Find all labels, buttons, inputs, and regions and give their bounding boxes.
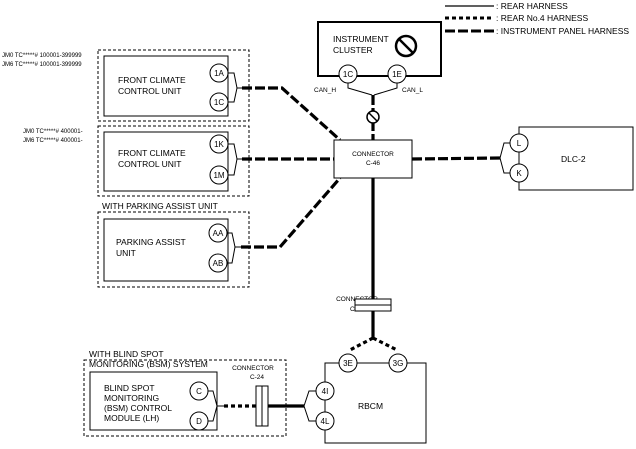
bsm-section: WITH BLIND SPOT MONITORING (BSM) SYSTEM … — [83, 349, 287, 437]
bsm-pin-d-label: D — [196, 417, 202, 426]
parking-assist-pin-aa-label: AA — [213, 229, 224, 238]
rbcm-pin-3e — [338, 353, 358, 373]
bsm-label-line2: MONITORING — [104, 393, 159, 403]
fccu-b-pin-1m-label: 1M — [213, 171, 224, 180]
legend-rear-harness-label: : REAR HARNESS — [496, 1, 568, 11]
dlc-pin-k-label: K — [516, 169, 522, 178]
dlc-2: DLC-2 L K — [509, 126, 634, 191]
can-h-label: CAN_H — [314, 87, 336, 94]
rear-harness-wires — [349, 311, 398, 352]
instrument-cluster-label-line1: INSTRUMENT — [333, 34, 389, 44]
bsm-label-line3: (BSM) CONTROL — [104, 403, 172, 413]
rbcm-pin-3e-label: 3E — [343, 359, 353, 368]
fccu-a-note-line2: JM6 TC*****# 100001-399999 — [2, 62, 82, 68]
fccu-a-variant-frame — [97, 49, 250, 122]
connector-c24-label-line2: C-24 — [250, 374, 264, 381]
dlc-2-box — [518, 126, 634, 191]
rbcm-pin-3g-label: 3G — [393, 359, 404, 368]
fccu-b-variant-frame — [97, 125, 250, 197]
rbcm-label: RBCM — [358, 401, 383, 411]
rbcm-4i-stub — [303, 390, 316, 407]
parking-assist-variant-frame — [97, 211, 250, 288]
can-l-label: CAN_L — [402, 87, 423, 94]
parking-assist-pin-ab-label: AB — [213, 259, 224, 268]
rbcm-4l-stub — [303, 405, 316, 422]
dlc-pin-l-label: L — [517, 139, 522, 148]
dlc-2-label: DLC-2 — [561, 154, 586, 164]
splice-prohibited-icon — [366, 110, 380, 124]
bsm-section-label-line1: WITH BLIND SPOT — [89, 349, 164, 359]
cluster-pin-1e-label: 1E — [392, 70, 402, 79]
connector-c24: CONNECTOR C-24 — [232, 365, 274, 427]
connector-c24-label-line1: CONNECTOR — [232, 365, 274, 372]
bsm-variant-frame — [83, 359, 287, 437]
prohibited-icon — [394, 34, 418, 58]
rbcm-pin-4i-label: 4I — [322, 387, 329, 396]
fccu-a-label-line1: FRONT CLIMATE — [118, 75, 186, 85]
connector-c13: CONNECTOR C-13 — [336, 296, 392, 313]
parking-assist-unit: WITH PARKING ASSIST UNIT PARKING ASSIST … — [97, 201, 250, 288]
fccu-a-pin-1a-label: 1A — [214, 69, 224, 78]
fccu-b-pin-1k-label: 1K — [214, 140, 224, 149]
connector-c46-label-line2: C-46 — [366, 160, 380, 167]
connector-c13-bottom — [354, 304, 392, 312]
dlc-pin-l — [509, 133, 529, 153]
rbcm-pin-3g — [388, 353, 408, 373]
fccu-b-box — [103, 131, 229, 192]
dlc-pin-k — [509, 163, 529, 183]
legend-instrument-panel-harness-label: : INSTRUMENT PANEL HARNESS — [496, 26, 629, 36]
rbcm-pin-4l-label: 4L — [321, 417, 330, 426]
connector-c46-label-line1: CONNECTOR — [352, 151, 394, 158]
parking-assist-section-label: WITH PARKING ASSIST UNIT — [102, 201, 218, 211]
connector-c24-right — [261, 385, 269, 427]
front-climate-control-unit-b: JM0 TC*****# 400001- JM6 TC*****# 400001… — [23, 125, 250, 197]
fccu-b-label-line2: CONTROL UNIT — [118, 159, 181, 169]
connector-c13-top — [354, 298, 392, 306]
pin-stub-wires — [227, 72, 510, 264]
fccu-b-note-line1: JM0 TC*****# 400001- — [23, 129, 83, 135]
parking-assist-box — [103, 218, 229, 282]
bsm-label-line4: MODULE (LH) — [104, 413, 159, 423]
fccu-b-note-line2: JM6 TC*****# 400001- — [23, 138, 83, 144]
legend-rear-no4-harness-label: : REAR No.4 HARNESS — [496, 13, 588, 23]
legend: : REAR HARNESS : REAR No.4 HARNESS : INS… — [445, 1, 629, 36]
cluster-pin-1c-label: 1C — [343, 70, 353, 79]
rbcm-box — [324, 362, 427, 444]
instrument-cluster-label-line2: CLUSTER — [333, 45, 373, 55]
front-climate-control-unit-a: JM0 TC*****# 100001-399999 JM6 TC*****# … — [2, 49, 250, 122]
bsm-section-label-line2: MONITORING (BSM) SYSTEM — [89, 359, 208, 369]
rbcm-pin-4l — [315, 411, 335, 431]
fccu-a-note-line1: JM0 TC*****# 100001-399999 — [2, 53, 82, 59]
fccu-a-pin-1c-label: 1C — [214, 98, 224, 107]
connector-c46-box — [333, 139, 413, 179]
instrument-cluster-box — [317, 21, 442, 77]
fccu-a-label-line2: CONTROL UNIT — [118, 86, 181, 96]
connector-c46: CONNECTOR C-46 — [333, 139, 413, 179]
instrument-cluster: INSTRUMENT CLUSTER 1C 1E CAN_H CAN_L — [314, 21, 442, 94]
rbcm-pin-4i — [315, 381, 335, 401]
bsm-pin-c-label: C — [196, 387, 202, 396]
fccu-b-label-line1: FRONT CLIMATE — [118, 148, 186, 158]
parking-assist-label-line2: UNIT — [116, 248, 136, 258]
fccu-a-box — [103, 55, 229, 117]
bsm-label-line1: BLIND SPOT — [104, 383, 155, 393]
connector-c24-left — [255, 385, 263, 427]
rbcm: RBCM 3E 3G 4I 4L — [315, 353, 427, 444]
parking-assist-label-line1: PARKING ASSIST — [116, 237, 186, 247]
